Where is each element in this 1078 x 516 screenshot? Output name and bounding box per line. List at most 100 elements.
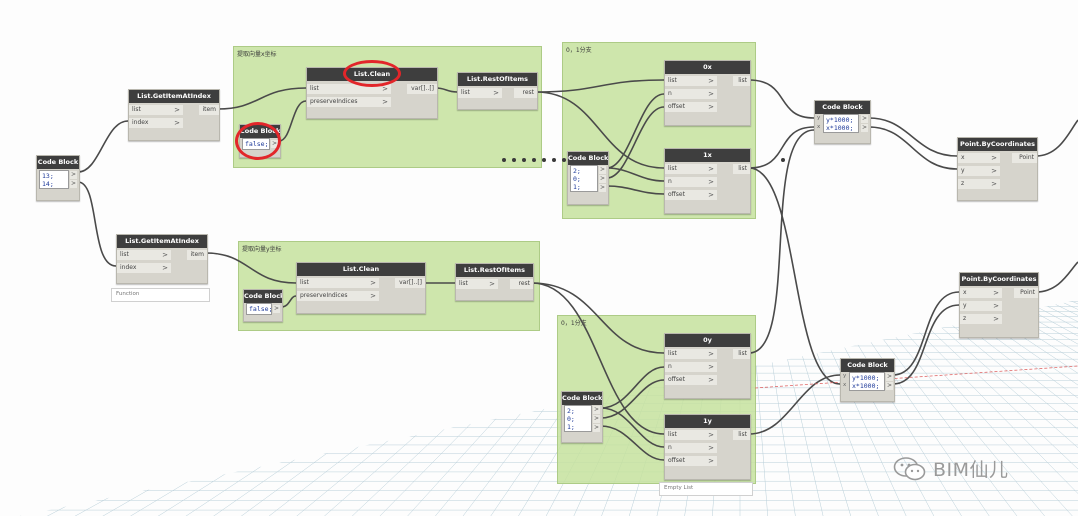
output-port-list[interactable]: list [733, 76, 750, 86]
output-port[interactable]: > [70, 180, 77, 188]
port-label: n [668, 178, 672, 185]
input-port-x[interactable]: x [817, 124, 821, 130]
wire [600, 379, 665, 419]
input-port-index[interactable]: index> [129, 118, 183, 128]
input-port-y[interactable]: y [843, 373, 847, 379]
output-port-item[interactable]: item [199, 105, 219, 115]
input-port-offset[interactable]: offset> [665, 375, 717, 385]
output-port[interactable]: > [599, 184, 606, 192]
input-port-preserve[interactable]: preserveIndices> [307, 97, 391, 107]
output-port[interactable]: > [599, 166, 606, 174]
output-port-rest[interactable]: rest [510, 279, 533, 289]
wire [531, 282, 665, 435]
code-editor[interactable]: y*1000; x*1000; [849, 372, 885, 391]
output-port-item[interactable]: item [187, 250, 207, 260]
input-port-n[interactable]: n> [665, 177, 717, 187]
output-port-rest[interactable]: rest [514, 88, 537, 98]
node-getitem-y[interactable]: List.GetItemAtIndex list> index> item [116, 234, 208, 284]
highlight-circle [343, 60, 401, 87]
input-port-list[interactable]: list> [129, 105, 183, 115]
node-title: 1x [665, 149, 750, 162]
input-port-n[interactable]: n> [665, 89, 717, 99]
input-port-list[interactable]: list> [665, 349, 717, 359]
node-0x[interactable]: 0x list> n> offset> list [664, 60, 751, 126]
node-code-block-main[interactable]: Code Block 13; 14; > > [36, 155, 80, 201]
output-port-list[interactable]: list [733, 430, 750, 440]
port-label: index [132, 119, 149, 126]
input-port-index[interactable]: index> [117, 263, 171, 273]
node-point-by-coordinates-top[interactable]: Point.ByCoordinates x> y> z> Point [957, 137, 1038, 201]
port-label: offset [668, 376, 685, 383]
input-port-x[interactable]: x> [960, 288, 1002, 298]
output-port[interactable]: > [861, 115, 868, 123]
output-port[interactable]: > [593, 415, 600, 423]
input-port-list[interactable]: list> [458, 88, 502, 98]
input-port-list[interactable]: list> [456, 279, 498, 289]
node-rest-of-items-y[interactable]: List.RestOfItems list> rest [455, 263, 534, 301]
node-rest-of-items-x[interactable]: List.RestOfItems list> rest [457, 72, 538, 110]
chevron-right-icon: > [382, 98, 388, 106]
input-port-z[interactable]: z> [958, 179, 1000, 189]
wire [217, 87, 307, 110]
output-port-list[interactable]: list [733, 164, 750, 174]
input-port-y[interactable]: y [817, 115, 821, 121]
output-port[interactable]: > [861, 124, 868, 132]
input-port-offset[interactable]: offset> [665, 456, 717, 466]
code-editor[interactable]: false; [246, 303, 272, 315]
input-port-list[interactable]: list> [307, 84, 391, 94]
output-port[interactable]: > [886, 382, 893, 390]
input-port-list[interactable]: list> [297, 278, 379, 288]
input-port-x[interactable]: x> [958, 153, 1000, 163]
input-port-list[interactable]: list> [665, 76, 717, 86]
node-0y[interactable]: 0y list> n> offset> list [664, 333, 751, 399]
output-port-point[interactable]: Point [1012, 153, 1037, 163]
port-label: offset [668, 103, 685, 110]
input-port-x[interactable]: x [843, 382, 847, 388]
output-port[interactable]: > [273, 305, 280, 313]
output-port[interactable]: > [593, 406, 600, 414]
input-port-y[interactable]: y> [960, 301, 1002, 311]
node-1y[interactable]: 1y list> n> offset> list [664, 414, 751, 480]
node-point-by-coordinates-bottom[interactable]: Point.ByCoordinates x> y> z> Point [959, 272, 1039, 338]
node-title: List.RestOfItems [456, 264, 533, 277]
node-code-block-scale-top[interactable]: Code Block y*1000; x*1000; y x > > [814, 100, 871, 144]
input-port-offset[interactable]: offset> [665, 190, 717, 200]
node-code-block-index-y[interactable]: Code Block 2; 0; 1; > > > [561, 391, 603, 443]
chevron-right-icon: > [708, 457, 714, 465]
node-code-block-index-x[interactable]: Code Block 2; 0; 1; > > > [567, 151, 609, 205]
output-port-point[interactable]: Point [1014, 288, 1038, 298]
input-port-y[interactable]: y> [958, 166, 1000, 176]
node-1x[interactable]: 1x list> n> offset> list [664, 148, 751, 214]
input-port-z[interactable]: z> [960, 314, 1002, 324]
input-port-n[interactable]: n> [665, 443, 717, 453]
node-getitem-x[interactable]: List.GetItemAtIndex list> index> item [128, 89, 220, 141]
port-label: z [961, 180, 965, 187]
input-port-list[interactable]: list> [665, 164, 717, 174]
chevron-right-icon: > [993, 289, 999, 297]
node-code-block-false-y[interactable]: Code Block false; > [243, 289, 283, 322]
chevron-right-icon: > [162, 251, 168, 259]
output-port[interactable]: > [70, 171, 77, 179]
input-port-n[interactable]: n> [665, 362, 717, 372]
output-port-list[interactable]: list [733, 349, 750, 359]
input-port-offset[interactable]: offset> [665, 102, 717, 112]
input-port-preserve[interactable]: preserveIndices> [297, 291, 379, 301]
code-editor[interactable]: y*1000; x*1000; [823, 114, 859, 133]
node-list-clean-y[interactable]: List.Clean list> preserveIndices> var[].… [296, 262, 426, 314]
input-port-list[interactable]: list> [665, 430, 717, 440]
wire [205, 252, 297, 284]
input-port-list[interactable]: list> [117, 250, 171, 260]
output-port-var[interactable]: var[]..[] [395, 278, 425, 288]
output-port-var[interactable]: var[]..[] [407, 84, 437, 94]
output-port[interactable]: > [886, 373, 893, 381]
output-port[interactable]: > [593, 424, 600, 432]
code-editor[interactable]: 2; 0; 1; [564, 405, 592, 432]
chevron-right-icon: > [708, 90, 714, 98]
code-editor[interactable]: 2; 0; 1; [570, 165, 598, 192]
wire [892, 304, 960, 385]
node-code-block-scale-bottom[interactable]: Code Block y*1000; x*1000; y x > > [840, 358, 895, 402]
output-port[interactable]: > [599, 175, 606, 183]
code-editor[interactable]: 13; 14; [39, 170, 69, 189]
node-list-clean-x[interactable]: List.Clean list> preserveIndices> var[].… [306, 67, 438, 119]
